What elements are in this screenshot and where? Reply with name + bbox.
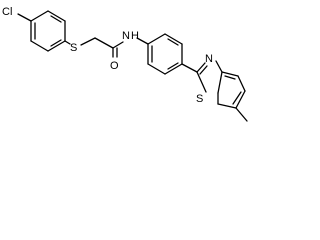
carbonyl-oxygen-label: O xyxy=(110,60,119,72)
benzo-ring xyxy=(217,71,246,109)
chlorine-atom-label: Cl xyxy=(2,6,12,18)
chlorophenyl-ring xyxy=(30,10,66,52)
thiazole-nitrogen-label: N xyxy=(205,53,213,65)
chemical-structure: Cl S O N H N S xyxy=(2,6,248,122)
thiazole-sulfur-label: S xyxy=(196,93,203,105)
nitrogen-aryl-bond xyxy=(136,37,149,45)
thioether-sulfur-label: S xyxy=(70,42,77,54)
methyl-bond xyxy=(235,107,248,122)
amide-hydrogen-label: H xyxy=(131,30,139,42)
carbonyl-double-bond xyxy=(112,47,118,58)
thiazole-ring xyxy=(196,60,223,94)
aryl-sulfur-bond xyxy=(64,40,71,45)
phenylene-ring xyxy=(147,33,183,75)
phenylene-thiazole-bond xyxy=(181,63,198,73)
methylene-carbonyl-bond xyxy=(94,37,114,49)
sulfur-methylene-bond xyxy=(80,37,96,46)
chloro-bond xyxy=(17,13,32,22)
amide-nitrogen-label: N xyxy=(122,30,130,42)
carbonyl-nitrogen-bond xyxy=(112,41,124,49)
